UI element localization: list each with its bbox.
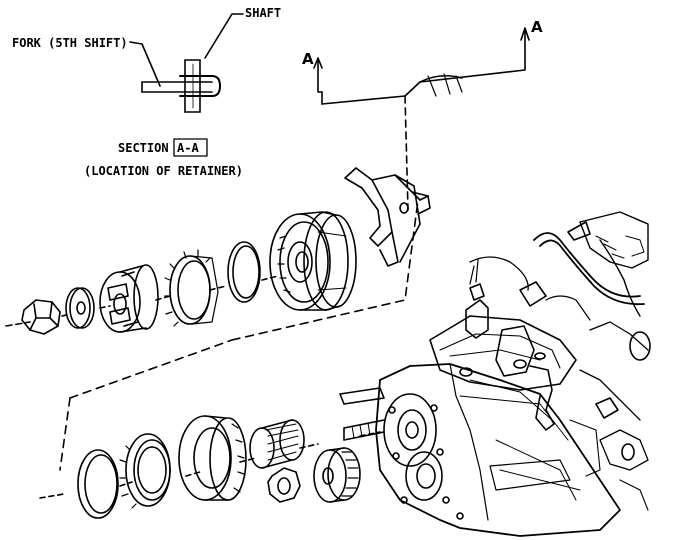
section-cut-line: A A xyxy=(302,18,543,211)
upper-nut xyxy=(21,299,61,335)
section-id-box xyxy=(173,138,208,157)
shaft-leader xyxy=(204,13,244,59)
fifth-gear-synchro-assembly xyxy=(269,211,357,311)
lower-nut xyxy=(267,467,301,503)
cut-marker-left: A xyxy=(302,50,314,68)
cut-marker-right: A xyxy=(531,18,543,36)
lower-exploded-row xyxy=(39,415,381,519)
driven-gear xyxy=(313,447,361,503)
shift-rail xyxy=(339,387,385,405)
section-id: A-A xyxy=(177,141,199,155)
fifth-gear xyxy=(178,415,247,501)
shaft-section xyxy=(184,59,201,113)
section-label: SECTION xyxy=(118,141,169,155)
lower-synchro-ring xyxy=(119,433,171,509)
upper-exploded-row xyxy=(5,211,357,335)
upper-washer xyxy=(65,287,95,329)
lower-snap-ring xyxy=(77,449,119,519)
fork-rod-section xyxy=(141,81,213,93)
retainer-clip xyxy=(179,75,221,97)
location-label: (LOCATION OF RETAINER) xyxy=(84,164,243,178)
dashed-guide-upper xyxy=(231,199,419,341)
dashed-guide-left xyxy=(59,397,71,471)
transmission-case xyxy=(339,211,651,537)
blocking-ring xyxy=(164,249,219,327)
fork-leader xyxy=(129,41,161,87)
dashed-guide-mid xyxy=(69,339,233,399)
synchronizer-hub xyxy=(99,264,159,333)
shaft-label: SHAFT xyxy=(245,6,281,20)
needle-bearing xyxy=(249,419,305,469)
section-aa-inset: SHAFT FORK (5TH SHIFT) SECTION A-A (LOCA… xyxy=(12,6,281,178)
shift-fork xyxy=(344,167,431,267)
snap-ring xyxy=(227,241,261,303)
output-shaft xyxy=(343,419,385,441)
fork-label: FORK (5TH SHIFT) xyxy=(12,36,128,50)
